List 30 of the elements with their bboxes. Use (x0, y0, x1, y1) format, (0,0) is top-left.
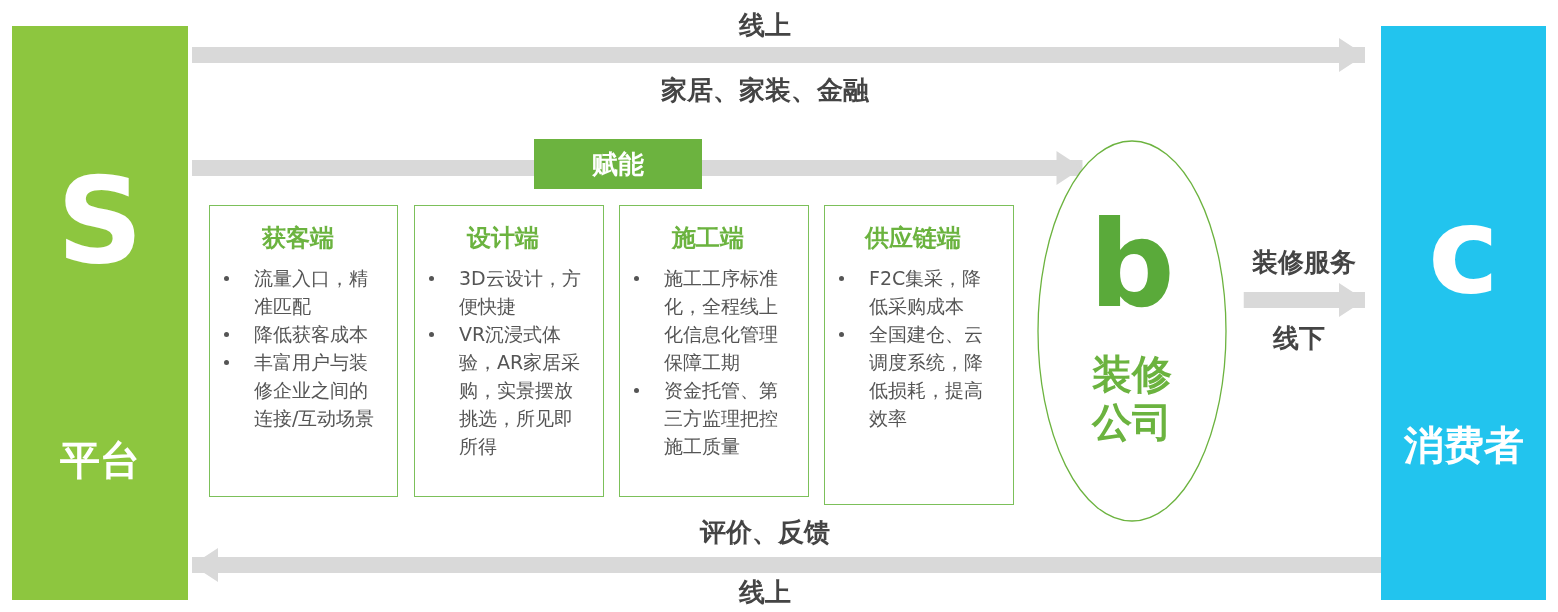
role-letter: b (1088, 205, 1176, 325)
bullet-item: VR沉浸式体验，AR家居采购，实景摆放挑选，所见即所得 (425, 320, 581, 460)
party-bar (12, 26, 188, 600)
block-arrow (192, 38, 1365, 72)
role-name: 平台 (59, 436, 141, 484)
role-letter: S (55, 161, 145, 281)
card-heading: 施工端 (670, 223, 745, 254)
card-heading: 获客端 (260, 223, 335, 254)
card-heading: 供应链端 (863, 223, 962, 254)
role-name: 装修公司 (1090, 350, 1173, 446)
edge-label-banner: 赋能 (534, 139, 702, 189)
block-arrow (1243, 283, 1365, 317)
card-heading: 设计端 (465, 223, 540, 254)
feature-card (209, 205, 398, 497)
party-bar (1381, 26, 1546, 600)
bullet-item: 流量入口，精准匹配 (220, 264, 375, 320)
role-name: 消费者 (1402, 421, 1525, 469)
block-arrow (192, 548, 1381, 582)
bullet-item: 全国建仓、云调度系统，降低损耗，提高效率 (835, 320, 991, 432)
feature-card (414, 205, 604, 497)
bullet-item: 3D云设计，方便快捷 (425, 264, 581, 320)
feature-card (619, 205, 809, 497)
feature-card (824, 205, 1014, 505)
party-ellipse (1037, 140, 1227, 522)
bullet-item: 丰富用户与装修企业之间的连接/互动场景 (220, 348, 375, 432)
bullet-item: 施工工序标准化，全程线上化信息化管理保障工期 (630, 264, 786, 376)
bullet-item: 降低获客成本 (220, 320, 375, 348)
bullet-item: F2C集采，降低采购成本 (835, 264, 991, 320)
role-letter: c (1426, 191, 1501, 311)
bullet-item: 资金托管、第三方监理把控施工质量 (630, 376, 786, 460)
